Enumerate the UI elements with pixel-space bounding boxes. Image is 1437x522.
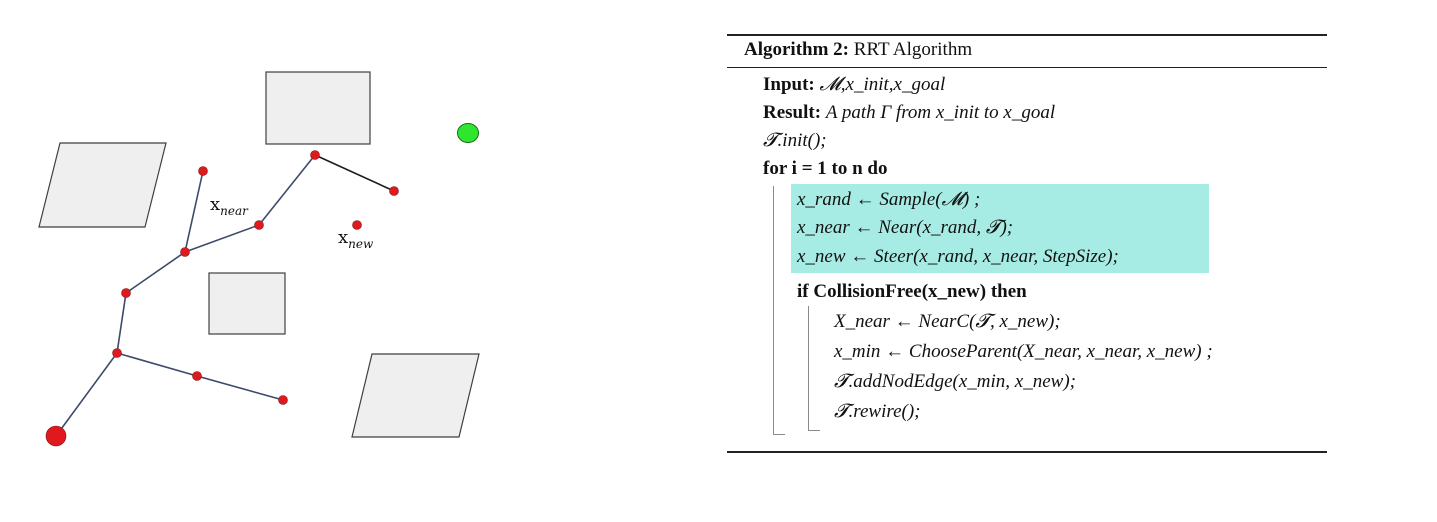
tree-node	[278, 395, 288, 405]
obstacle-rect-top	[265, 71, 371, 145]
tree-edge	[184, 170, 204, 253]
tree-edge	[314, 154, 395, 192]
algorithm-box: Algorithm 2: RRT Algorithm Input: 𝓜,x_in…	[727, 34, 1327, 454]
for-line: for i = 1 to n do	[763, 158, 888, 179]
tree-edge	[184, 224, 260, 253]
tree-node	[198, 166, 208, 176]
if-indent-guide	[808, 306, 810, 430]
for-indent-end	[773, 434, 785, 436]
inner-line-4: 𝓣.rewire();	[834, 401, 921, 422]
tree-edge	[125, 251, 186, 294]
tree-node	[192, 371, 202, 381]
tree-edge	[116, 292, 127, 354]
inner-line-2: x_min ← ChooseParent(X_near, x_near, x_n…	[834, 341, 1213, 362]
obstacle-rect-middle	[208, 272, 286, 335]
tree-edge	[55, 352, 118, 437]
inner-line-3: 𝓣.addNodEdge(x_min, x_new);	[834, 371, 1076, 392]
obstacle-parallelogram-left	[38, 142, 167, 228]
highlight-block	[791, 184, 1209, 273]
tree-edge	[116, 352, 198, 377]
goal-node	[457, 123, 479, 143]
tree-edge	[196, 375, 284, 401]
tree-node	[121, 288, 131, 298]
init-line: 𝓣.init();	[763, 130, 827, 151]
algorithm-title: Algorithm 2: RRT Algorithm	[744, 39, 973, 60]
x-near-label: xnear	[210, 194, 249, 218]
for-indent-guide	[773, 186, 775, 434]
if-line: if CollisionFree(x_new) then	[797, 281, 1027, 302]
if-indent-end	[808, 430, 820, 432]
highlighted-line-1: x_rand ← Sample(𝓜) ;	[797, 189, 981, 210]
bottom-rule	[727, 451, 1327, 453]
tree-node	[180, 247, 190, 257]
x-new-node	[352, 220, 362, 230]
obstacle-parallelogram-bottom-right	[351, 353, 480, 438]
x-new-label: xnew	[338, 227, 374, 251]
highlighted-line-3: x_new ← Steer(x_rand, x_near, StepSize);	[797, 246, 1119, 267]
input-line: Input: 𝓜,x_init,x_goal	[763, 74, 946, 95]
tree-edge	[258, 154, 316, 226]
top-rule	[727, 34, 1327, 36]
result-line: Result: A path Γ from x_init to x_goal	[763, 102, 1056, 123]
tree-node	[389, 186, 399, 196]
highlighted-line-2: x_near ← Near(x_rand, 𝓣);	[797, 217, 1014, 238]
title-rule	[727, 67, 1327, 69]
rrt-tree-diagram: xnear xnew	[38, 71, 480, 447]
tree-node	[112, 348, 122, 358]
tree-node	[310, 150, 320, 160]
x-near-node	[254, 220, 264, 230]
start-node	[45, 425, 67, 447]
inner-line-1: X_near ← NearC(𝓣, x_new);	[834, 311, 1061, 332]
